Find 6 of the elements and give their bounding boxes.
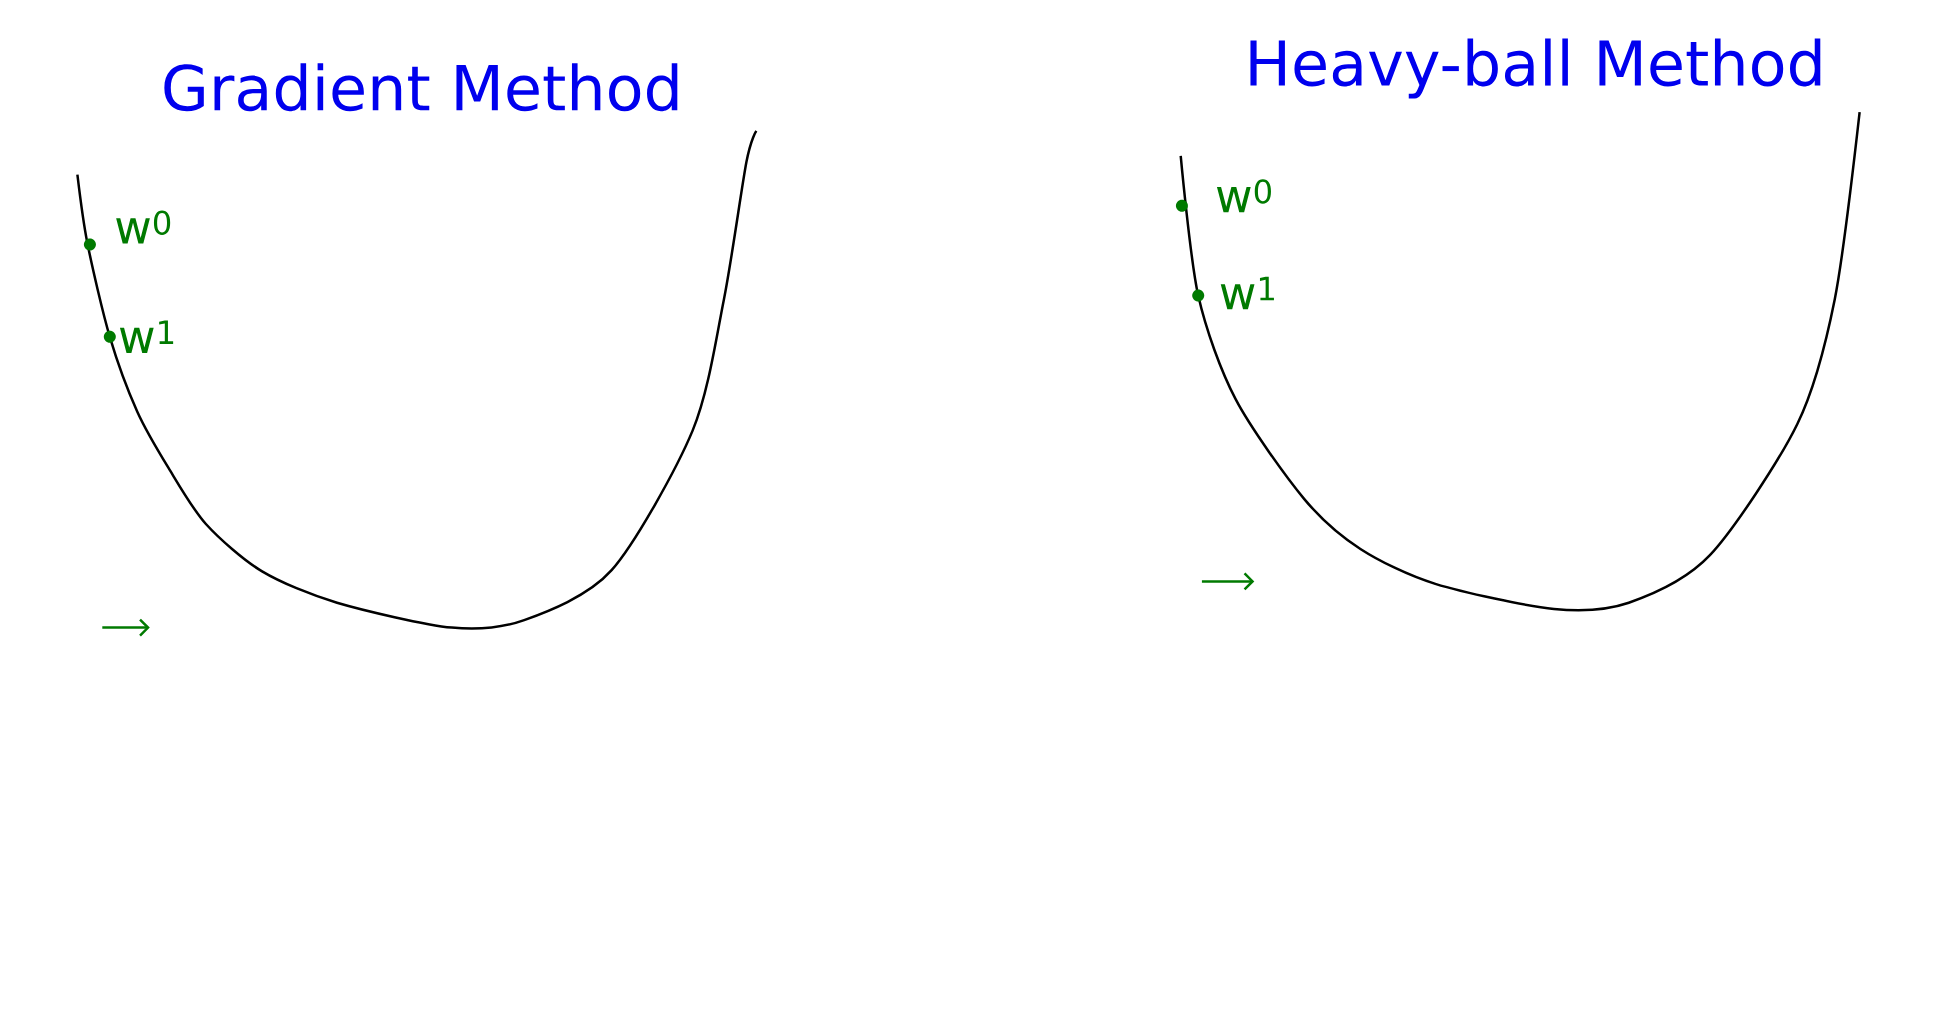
- point-label: w$^{0}$: [1216, 179, 1271, 213]
- point-label: w$^{0}$: [116, 210, 171, 244]
- title: Gradient Method: [164, 63, 678, 112]
- point-label: w$^{1}$: [1220, 276, 1274, 310]
- title: Heavy-ball Method: [1250, 38, 1821, 99]
- point-label: w$^{1}$: [119, 320, 174, 354]
